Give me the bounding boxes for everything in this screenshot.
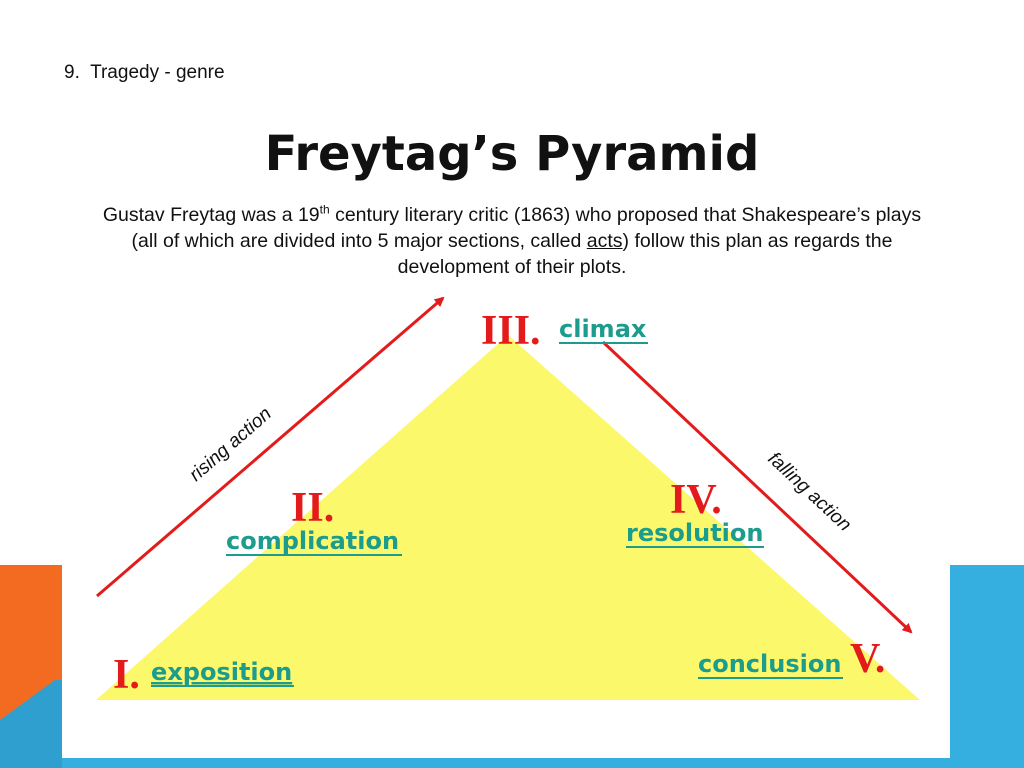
intro-text-1: Gustav Freytag was a 19: [102, 204, 320, 226]
stage-label-complication[interactable]: complication: [226, 527, 399, 555]
blue-bottom-strip: [62, 758, 950, 768]
numeral-iv: IV.: [670, 477, 722, 523]
numeral-i: I.: [113, 652, 140, 698]
rising-action-arrow: [96, 296, 445, 598]
numeral-ii: II.: [291, 485, 334, 531]
falling-action-label: falling action: [764, 448, 856, 535]
pyramid-triangle: [96, 335, 920, 700]
intro-text-3: ) follow this plan as regards the develo…: [397, 230, 893, 278]
stage-label-conclusion[interactable]: conclusion: [698, 650, 841, 678]
numeral-iii: III.: [481, 308, 541, 354]
blue-accent-bar: [950, 565, 1024, 768]
intro-text-2: century literary critic (1863) who propo…: [131, 204, 922, 252]
rising-action-label: rising action: [186, 403, 276, 485]
stage-label-climax[interactable]: climax: [559, 315, 647, 343]
blue-corner-accent: [0, 680, 62, 768]
section-title: Tragedy - genre: [90, 62, 225, 83]
falling-action-arrow: [601, 340, 913, 634]
numeral-v: V.: [850, 636, 885, 682]
slide-section-title: 9. Tragedy - genre: [64, 62, 225, 84]
intro-paragraph: Gustav Freytag was a 19th century litera…: [90, 202, 934, 280]
section-number: 9.: [64, 62, 80, 83]
page-title: Freytag’s Pyramid: [264, 126, 760, 182]
intro-superscript: th: [319, 202, 330, 217]
stage-label-exposition[interactable]: exposition: [151, 658, 292, 686]
stage-label-resolution[interactable]: resolution: [626, 519, 763, 547]
acts-link[interactable]: acts: [586, 230, 623, 252]
